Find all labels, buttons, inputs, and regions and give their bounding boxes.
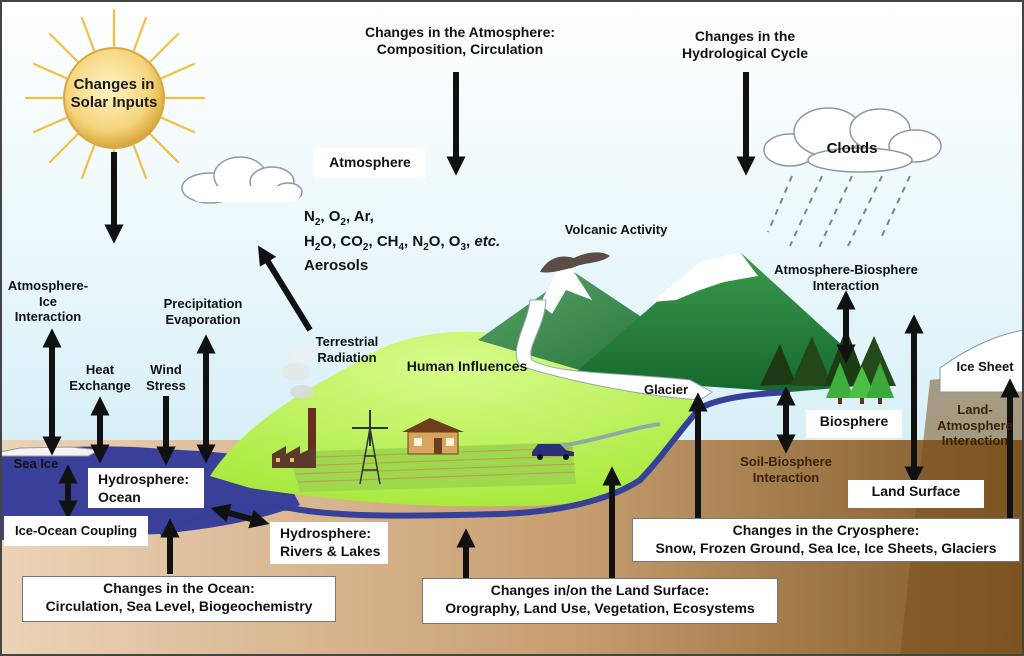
road bbox=[559, 422, 661, 448]
glacier-label: Glacier bbox=[643, 382, 689, 397]
composition-line-1: N2, O2, Ar, bbox=[304, 208, 374, 228]
rain-cloud-icon bbox=[763, 107, 942, 173]
volcano-snowcap bbox=[540, 262, 592, 314]
arrows bbox=[42, 72, 1020, 578]
windmill-icon bbox=[352, 410, 388, 485]
house-icon bbox=[402, 418, 464, 455]
biosphere-box: Biosphere bbox=[806, 410, 902, 438]
volcanic-smoke bbox=[540, 252, 610, 273]
atmosphere-box: Atmosphere bbox=[314, 148, 426, 178]
composition-line-3: Aerosols bbox=[304, 257, 369, 274]
dark-soil bbox=[900, 370, 1024, 656]
land-surface-changes-box: Changes in/on the Land Surface:Orography… bbox=[422, 578, 778, 624]
land-surface-box: Land Surface bbox=[848, 480, 984, 508]
cloud-icon bbox=[181, 156, 303, 204]
human-influences-label: Human Influences bbox=[406, 358, 528, 374]
atmosphere-changes-label: Changes in the Atmosphere:Composition, C… bbox=[364, 24, 556, 57]
hydrosphere-ocean-box: Hydrosphere:Ocean bbox=[88, 468, 204, 508]
farmland bbox=[288, 442, 576, 492]
cryosphere-changes-box: Changes in the Cryosphere:Snow, Frozen G… bbox=[632, 518, 1020, 562]
ocean-changes-box: Changes in the Ocean:Circulation, Sea Le… bbox=[22, 576, 336, 622]
rain-streaks bbox=[767, 175, 911, 251]
volcanic-activity-label: Volcanic Activity bbox=[564, 222, 668, 237]
clouds-label: Clouds bbox=[826, 140, 878, 157]
car-icon bbox=[532, 444, 574, 460]
ice-sheet-shape bbox=[939, 329, 1024, 393]
sun-icon bbox=[63, 47, 165, 149]
sun-rays bbox=[24, 8, 206, 188]
sea-ice-label: Sea Ice bbox=[13, 456, 59, 471]
hydrosphere-rivers-box: Hydrosphere:Rivers & Lakes bbox=[270, 522, 388, 564]
ice-ocean-coupling-box: Ice-Ocean Coupling bbox=[4, 516, 148, 546]
factory-icon bbox=[272, 346, 316, 468]
ice-sheet-label: Ice Sheet bbox=[956, 359, 1014, 374]
atmosphere-composition: N2, O2, Ar, H2O, CO2, CH4, N2O, O3, etc.… bbox=[304, 206, 500, 277]
mountain-snowcap bbox=[652, 252, 758, 302]
composition-line-2: H2O, CO2, CH4, N2O, O3, etc. bbox=[304, 232, 501, 253]
main-mountain bbox=[574, 252, 860, 392]
